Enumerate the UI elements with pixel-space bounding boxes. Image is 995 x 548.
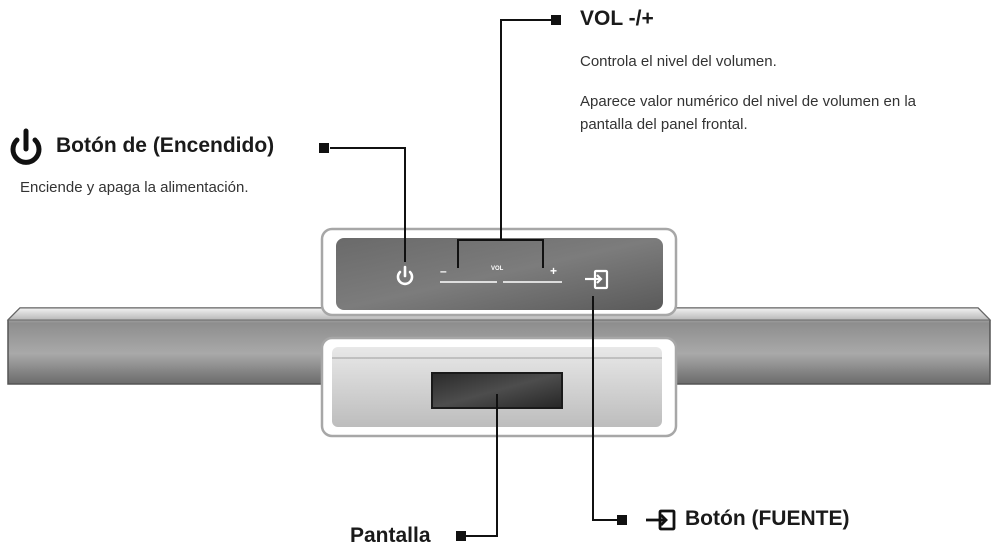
callout-markers [319,15,627,541]
vol-description-1: Controla el nivel del volumen. [580,53,777,70]
panel-power-icon[interactable] [396,265,414,286]
display-panel [320,336,678,438]
display-title: Pantalla [350,524,431,547]
panel-vol-label: VOL [491,266,504,272]
source-title: Botón (FUENTE) [685,507,850,530]
panel-minus-label: – [440,264,447,278]
power-icon [10,128,42,165]
vol-description-2: Aparece valor numérico del nivel de volu… [580,93,917,133]
power-title: Botón de (Encendido) [56,134,275,157]
vol-title: VOL -/+ [580,7,654,30]
source-input-icon [646,509,676,531]
control-panel [320,227,678,317]
power-description: Enciende y apaga la alimentación. [20,179,249,196]
callout-lines [330,19,620,537]
panel-source-icon[interactable] [585,269,609,290]
panel-plus-label: + [550,264,558,278]
